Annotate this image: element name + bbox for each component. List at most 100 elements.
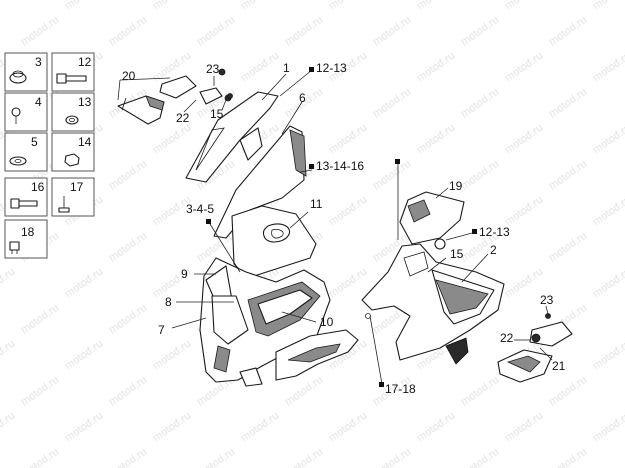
watermark-text: motod.ru [327,266,369,301]
watermark-text: motod.ru [107,158,149,193]
box-label: 18 [21,225,35,239]
watermark-text: motod.ru [371,14,413,49]
watermark-text: motod.ru [195,14,237,49]
stud-icon [58,196,70,213]
watermark-text: motod.ru [327,122,369,157]
callout-23: 23 [206,62,220,76]
watermark-text: motod.ru [283,446,325,468]
watermark-text: motod.ru [19,446,61,468]
watermark-text: motod.ru [459,14,501,49]
watermark-text: motod.ru [371,446,413,468]
screw-icon [11,107,21,124]
clip-icon [9,241,20,254]
watermark-text: motod.ru [19,302,61,337]
box-label: 4 [35,95,42,109]
callout-13-14-16: 13-14-16 [316,159,364,173]
callout-22: 22 [176,111,190,125]
part-11-upper-cowl [231,205,317,279]
watermark-text: motod.ru [107,446,149,468]
callout-2: 2 [490,243,497,257]
reference-markers [206,67,477,387]
watermark-text: motod.ru [503,50,545,85]
callout-labels: 20 23 22 15 1 12-13 6 13-14-16 3-4-5 11 … [122,61,566,396]
hardware-box-16: 16 [4,177,48,217]
part-2-side-fairing [361,243,505,365]
washer-icon [9,156,27,166]
front-fairing-assembly [199,257,359,387]
watermark-text: motod.ru [591,410,625,445]
watermark-text: motod.ru [547,374,589,409]
right-turn-indicator [497,313,573,383]
callout-21: 21 [552,359,566,373]
watermark-text: motod.ru [0,338,17,373]
box-label: 16 [31,180,45,194]
watermark-text: motod.ru [415,122,457,157]
callout-23-right: 23 [540,293,554,307]
watermark-text: motod.ru [63,266,105,301]
grommet-icon [9,70,27,84]
watermark-text: motod.ru [547,446,589,468]
callout-7: 7 [158,323,165,337]
callout-19: 19 [449,179,463,193]
watermark-text: motod.ru [591,50,625,85]
leader-lines [117,69,553,385]
watermark-text: motod.ru [503,0,545,12]
watermark-text: motod.ru [107,302,149,337]
watermark-text: motod.ru [591,194,625,229]
hardware-box-12: 12 [51,52,95,92]
callout-1: 1 [283,61,290,75]
watermark-text: motod.ru [107,374,149,409]
watermark-text: motod.ru [0,410,17,445]
watermark-text: motod.ru [107,14,149,49]
hardware-box-3: 3 [4,52,48,92]
watermark-text: motod.ru [283,14,325,49]
callout-15: 15 [210,107,224,121]
box-label: 13 [78,95,92,109]
screw-markers [218,68,371,319]
watermark-text: motod.ru [0,0,17,12]
left-turn-indicator [117,75,197,125]
watermark-text: motod.ru [63,0,105,12]
watermark-text: motod.ru [19,14,61,49]
watermark-text: motod.ru [415,410,457,445]
callout-10: 10 [320,315,334,329]
box-label: 3 [35,55,42,69]
watermark-text: motod.ru [415,0,457,12]
callout-15-right: 15 [450,247,464,261]
bolt-icon [10,198,38,209]
callout-11: 11 [310,197,323,211]
watermark-text: motod.ru [151,122,193,157]
watermark-text: motod.ru [547,230,589,265]
nut-icon [64,153,80,167]
watermark-text: motod.ru [459,86,501,121]
bushing-icon [65,115,79,125]
watermark-text: motod.ru [503,410,545,445]
callout-9: 9 [181,267,188,281]
screw-icon [56,73,87,84]
watermark-text: motod.ru [239,410,281,445]
box-label: 17 [70,180,84,194]
callout-8: 8 [165,295,172,309]
watermark-text: motod.ru [547,158,589,193]
watermark-text: motod.ru [459,158,501,193]
hardware-box-4: 4 [4,92,48,132]
hardware-box-17: 17 [51,177,95,217]
callout-20: 20 [122,69,136,83]
watermark-text: motod.ru [107,230,149,265]
watermark-text: motod.ru [503,122,545,157]
box-label: 5 [31,135,38,149]
watermark-text: motod.ru [591,0,625,12]
hardware-box-14: 14 [51,132,95,172]
watermark-text: motod.ru [327,0,369,12]
watermark-text: motod.ru [151,0,193,12]
watermark-text: motod.ru [459,374,501,409]
part-19-right-trim [399,191,465,250]
watermark-text: motod.ru [547,86,589,121]
hardware-box-13: 13 [51,92,95,132]
watermark-text: motod.ru [327,194,369,229]
watermark-text: motod.ru [591,338,625,373]
box-label: 12 [78,55,92,69]
watermark-text: motod.ru [371,86,413,121]
box-label: 14 [78,135,92,149]
